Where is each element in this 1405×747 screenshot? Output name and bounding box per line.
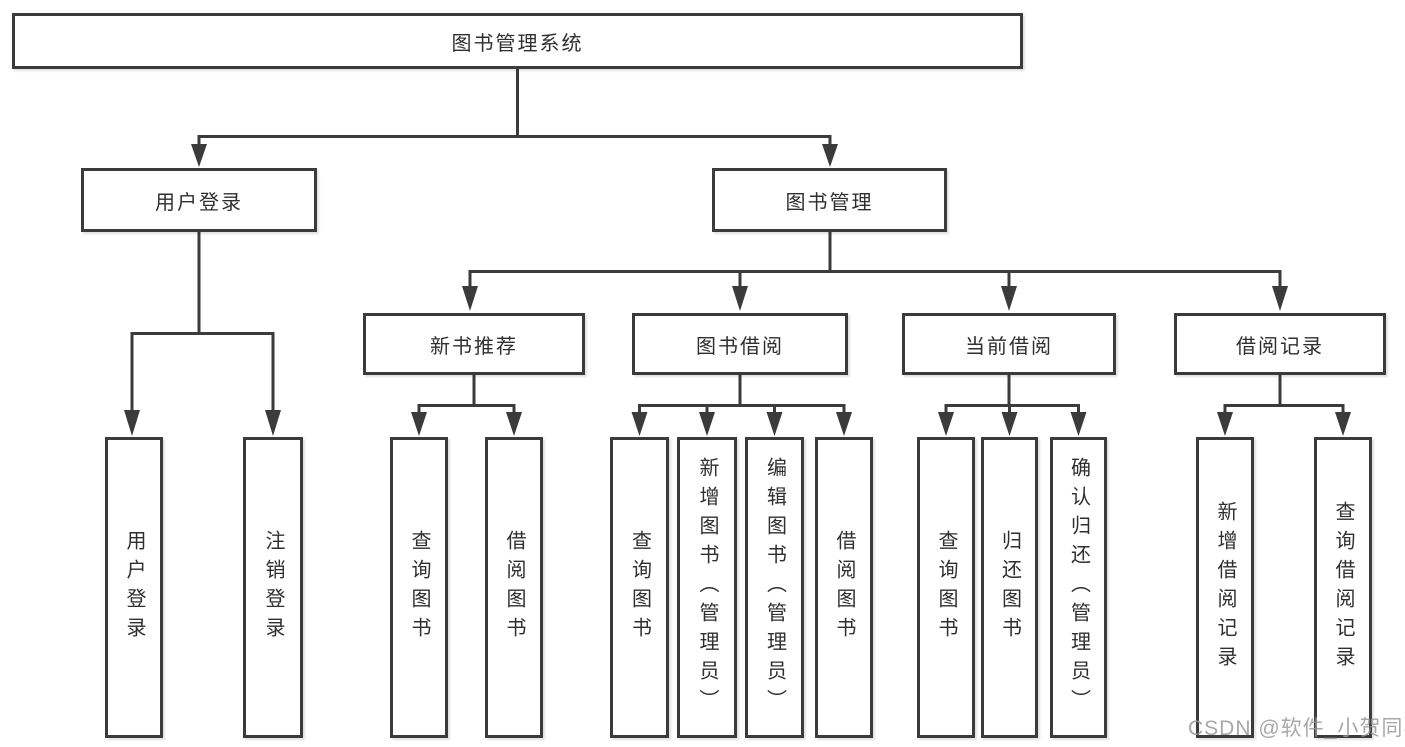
arrowhead <box>1217 412 1233 436</box>
leaf-nb-query-book: 查询图书 <box>390 437 448 738</box>
leaf-br-query-record: 查询借阅记录 <box>1314 437 1372 738</box>
connector-root-to-level2 <box>197 69 832 147</box>
leaf-br-add-record: 新增借阅记录 <box>1196 437 1254 738</box>
arrowhead <box>732 286 748 311</box>
arrowhead <box>822 144 838 167</box>
connector-userlogin-to-leaves <box>130 232 275 412</box>
connector-currentborrow-to-leaves <box>944 375 1080 414</box>
leaf-bb-borrow-book: 借阅图书 <box>815 437 873 738</box>
connector-bookborrow-to-leaves <box>638 375 846 414</box>
arrowhead <box>938 412 954 436</box>
leaf-cb-return-book: 归还图书 <box>981 437 1038 738</box>
leaf-logout: 注销登录 <box>243 437 303 738</box>
arrowhead <box>1272 286 1288 311</box>
arrowhead <box>506 412 522 436</box>
leaf-bb-query-book: 查询图书 <box>610 437 669 738</box>
arrowhead <box>836 412 852 436</box>
leaf-bb-edit-book: 编辑图书（管理员） <box>745 437 804 738</box>
arrowhead <box>631 412 648 436</box>
arrowhead <box>1001 286 1017 311</box>
node-book-borrow: 图书借阅 <box>632 313 848 375</box>
arrowhead <box>462 286 478 311</box>
arrowhead <box>265 410 281 436</box>
node-book-management: 图书管理 <box>712 168 947 232</box>
node-user-login: 用户登录 <box>81 168 317 232</box>
node-current-borrow: 当前借阅 <box>902 313 1116 375</box>
leaf-bb-add-book: 新增图书（管理员） <box>677 437 737 738</box>
leaf-cb-query-book: 查询图书 <box>917 437 975 738</box>
connector-bookmgmt-to-level3 <box>468 232 1282 289</box>
arrowhead <box>124 410 140 436</box>
connector-newbook-to-leaves <box>417 375 516 414</box>
arrowhead <box>1001 412 1018 436</box>
leaf-cb-confirm-return: 确认归还（管理员） <box>1050 437 1107 738</box>
arrowhead <box>411 412 427 436</box>
arrowhead <box>1335 412 1351 436</box>
arrowhead <box>699 412 715 436</box>
arrowhead <box>191 144 207 167</box>
arrowhead <box>1070 412 1087 436</box>
csdn-watermark: CSDN @软件_小贺同学 <box>1188 717 1405 740</box>
node-root: 图书管理系统 <box>12 13 1023 69</box>
connector-records-to-leaves <box>1223 375 1345 414</box>
leaf-nb-borrow-book: 借阅图书 <box>485 437 543 738</box>
arrowhead <box>766 412 783 436</box>
node-new-book-recommend: 新书推荐 <box>363 313 585 375</box>
node-borrow-records: 借阅记录 <box>1174 313 1386 375</box>
leaf-user-login: 用户登录 <box>105 437 163 738</box>
